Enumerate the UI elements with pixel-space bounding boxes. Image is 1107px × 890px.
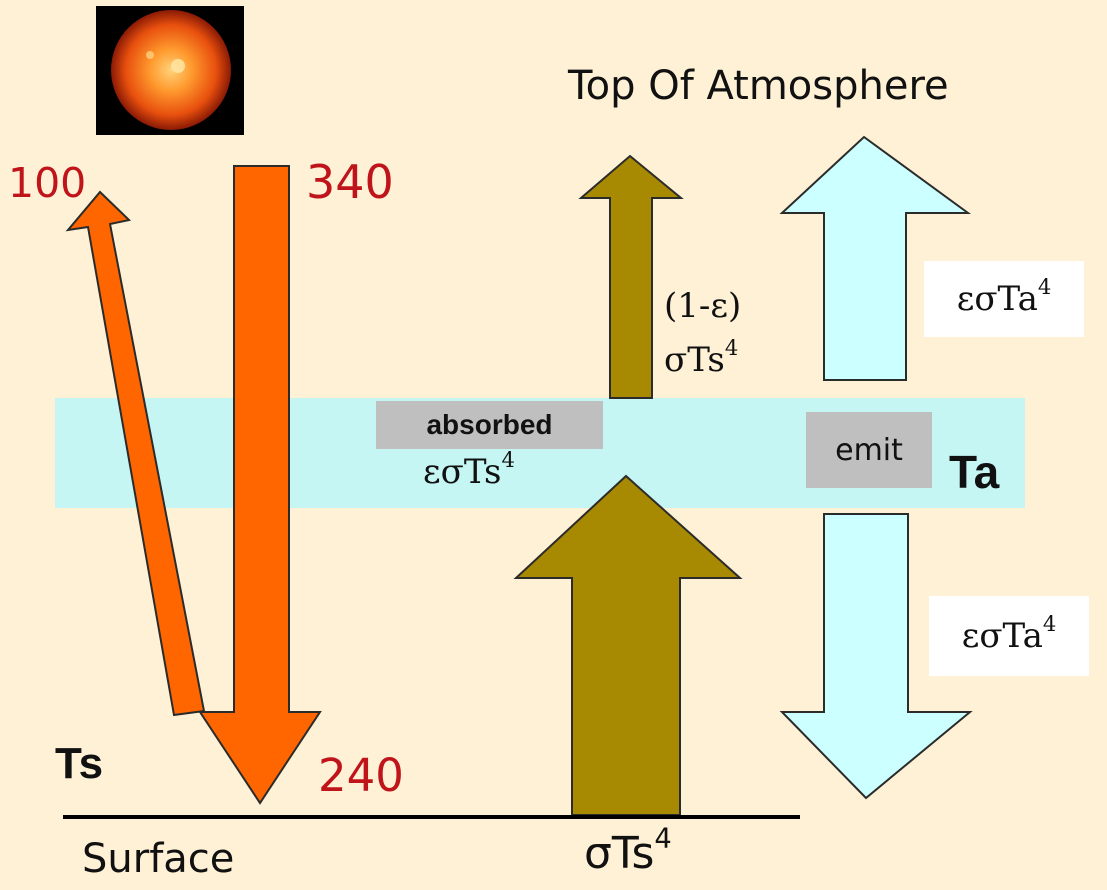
emit-box: emit (806, 412, 932, 488)
atmosphere-up-arrow (779, 135, 972, 381)
atmosphere-up-flux-box: εσTa4 (924, 261, 1084, 337)
reflected-solar-arrow (65, 190, 206, 717)
surface-flux-label: σTs4 (584, 823, 672, 879)
atmosphere-up-flux-label: εσTa4 (956, 274, 1052, 319)
absorbed-solar-value: 240 (318, 749, 404, 802)
absorbed-flux-label: εσTs4 (423, 447, 515, 492)
transmitted-surface-arrow (578, 154, 684, 399)
incoming-solar-arrow (198, 165, 322, 805)
atmosphere-down-flux-label: εσTa4 (961, 611, 1057, 656)
surface-temperature-label: Ts (55, 739, 104, 788)
transmitted-flux-line1: (1-ε) (664, 286, 742, 326)
transmitted-flux-line2: σTs4 (664, 335, 739, 380)
sun-image (96, 6, 244, 135)
atmosphere-temperature-label: Ta (949, 446, 1000, 498)
reflected-solar-value: 100 (8, 159, 87, 207)
surface-label: Surface (82, 836, 235, 882)
surface-emission-arrow (513, 474, 743, 816)
emit-box-label: emit (835, 432, 903, 468)
absorbed-box-label: absorbed (426, 409, 553, 440)
absorbed-box: absorbed (376, 401, 603, 449)
incoming-solar-value: 340 (306, 155, 394, 209)
atmosphere-down-arrow (779, 513, 973, 800)
atmosphere-down-flux-box: εσTa4 (929, 596, 1089, 676)
top-of-atmosphere-title: Top Of Atmosphere (568, 63, 949, 109)
